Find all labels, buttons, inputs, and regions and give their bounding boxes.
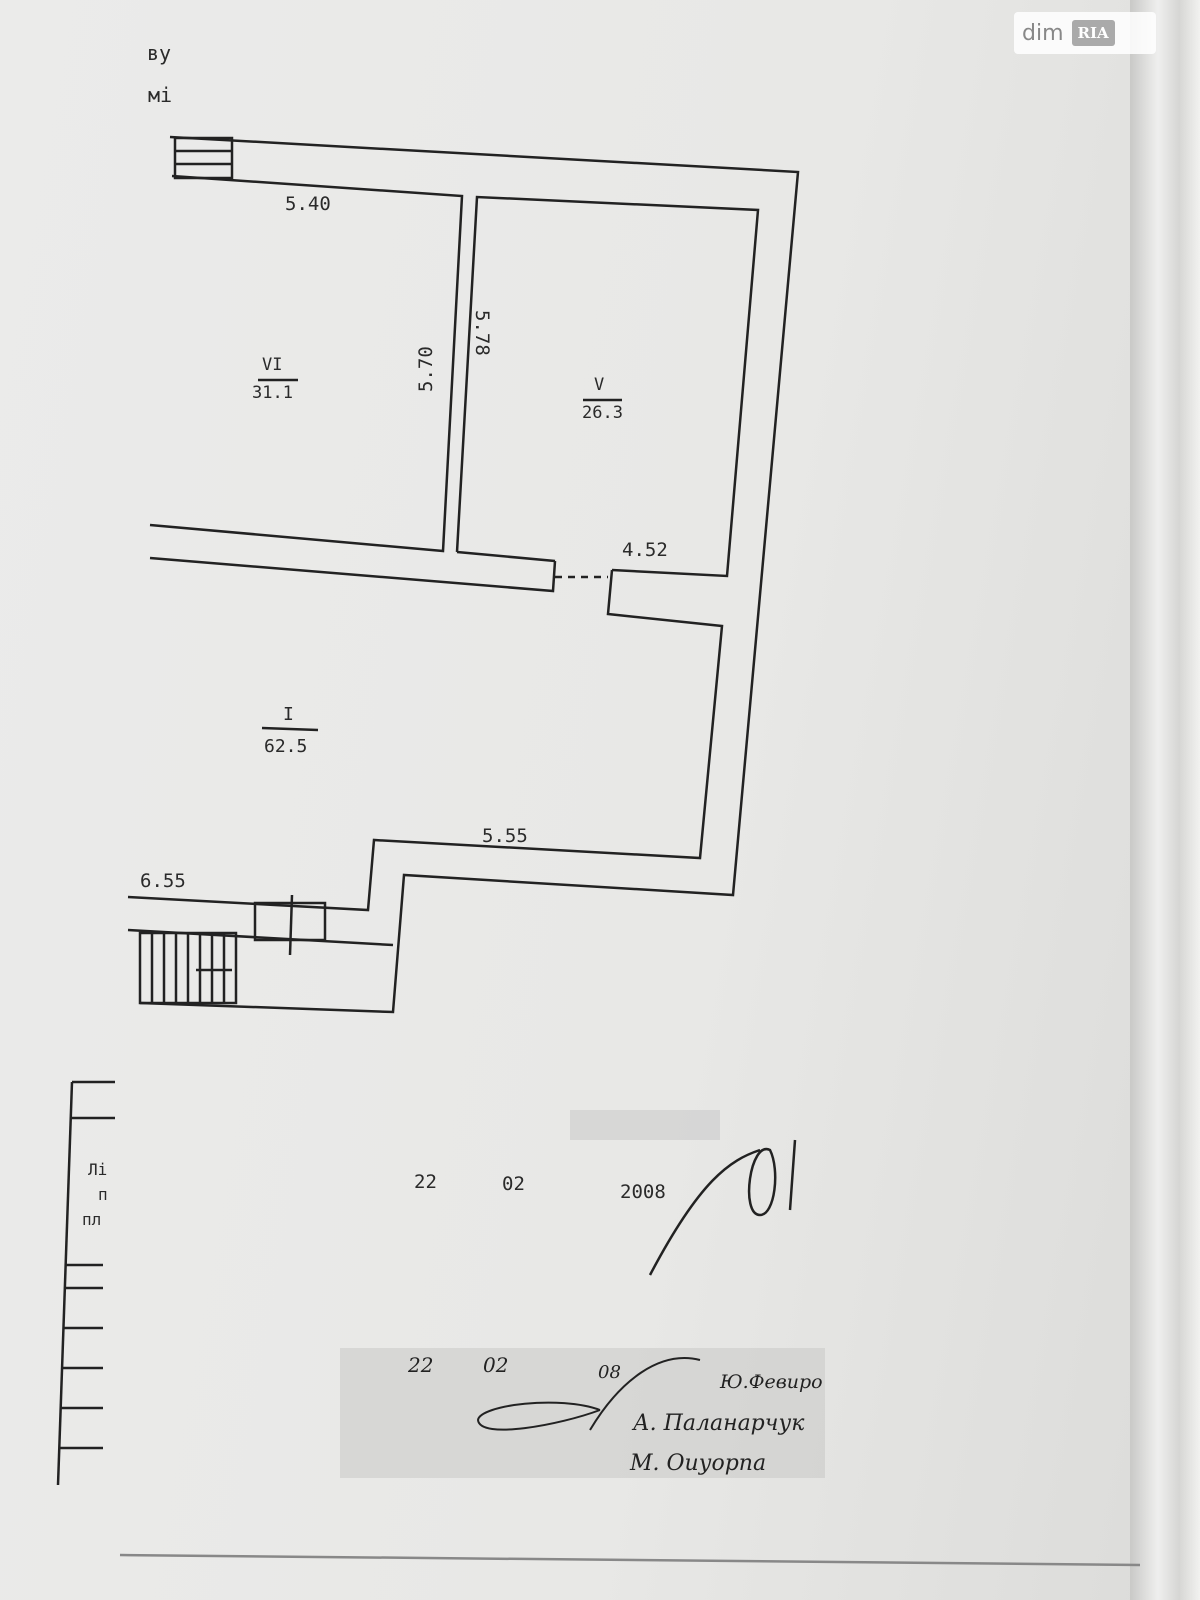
stamp-year: 08	[598, 1362, 621, 1383]
stamp-month: 02	[483, 1353, 508, 1377]
room-number: VI	[262, 355, 282, 375]
dimension-label: 5.40	[285, 193, 331, 215]
dimension-label: 5.70	[415, 346, 437, 392]
dimension-label: 6.55	[140, 870, 186, 892]
margin-fragment: пл	[82, 1210, 101, 1229]
signatory: М. Оиуорпа	[629, 1451, 766, 1476]
paper-stack-edge	[1130, 0, 1200, 1600]
header-fragment: ву	[147, 41, 171, 65]
dimension-label: 5.78	[471, 310, 493, 356]
room-number: I	[283, 704, 294, 725]
date-month: 02	[502, 1173, 525, 1195]
registration-stamp: 22 02 08 Ю.Февиро А. Паланарчук М. Оиуор…	[340, 1348, 825, 1478]
watermark-badge: RIA	[1071, 20, 1115, 46]
signatory: Ю.Февиро	[719, 1371, 823, 1393]
walls	[56, 135, 1141, 1567]
date-year: 2008	[620, 1181, 666, 1203]
date-day: 22	[414, 1171, 437, 1193]
room-area: 62.5	[264, 736, 307, 757]
watermark-brand: dim	[1022, 20, 1064, 46]
dimension-label: 5.55	[482, 825, 528, 847]
header-fragment: мі	[148, 83, 172, 107]
faded-stamp	[570, 1110, 720, 1140]
signature	[648, 1139, 797, 1276]
margin-fragment: п	[98, 1185, 108, 1204]
margin-fragment: Лі	[88, 1160, 107, 1179]
room-number: V	[594, 375, 604, 395]
stamp-day: 22	[407, 1353, 433, 1377]
document-paper	[0, 0, 1160, 1600]
watermark-logo: dim RIA	[1014, 12, 1156, 54]
room-area: 26.3	[582, 403, 623, 423]
dimension-label: 4.52	[622, 539, 668, 561]
room-area: 31.1	[252, 383, 293, 403]
signatory: А. Паланарчук	[631, 1411, 805, 1436]
